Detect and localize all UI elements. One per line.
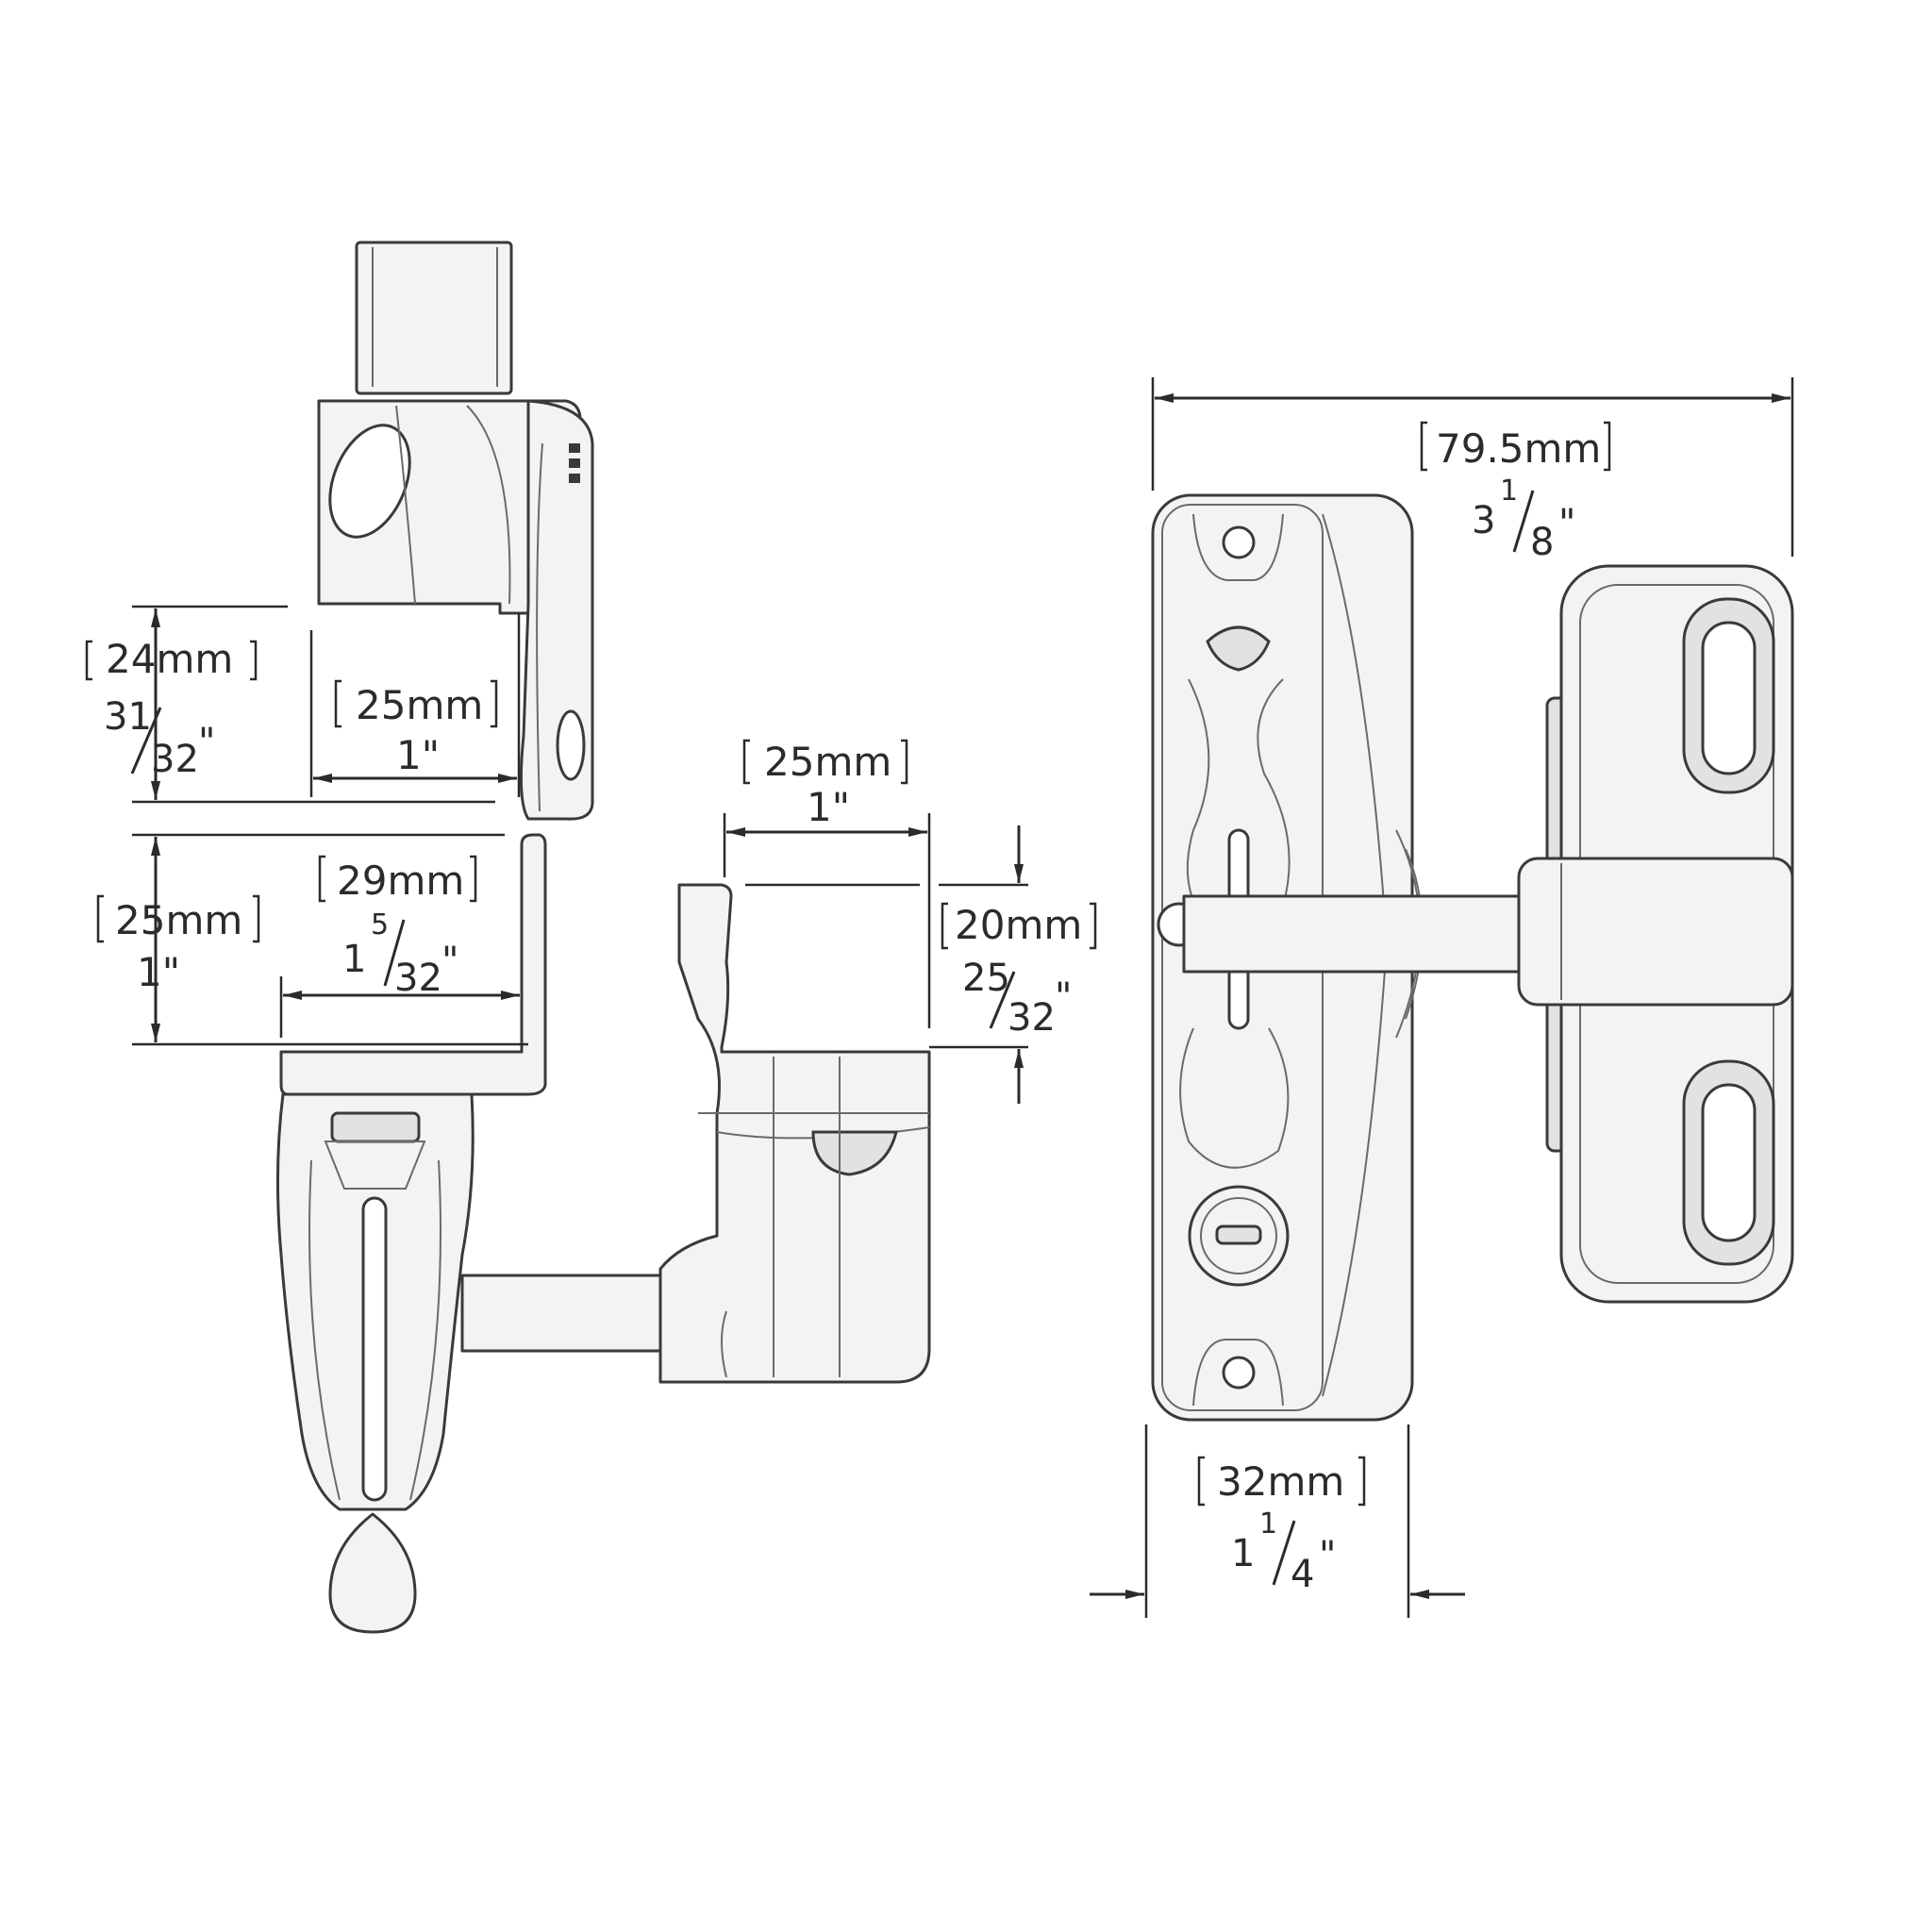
dim-front-body-width: 32mm 1 1 4 ": [1090, 1424, 1465, 1618]
side-gap-height-denominator: 32: [151, 738, 199, 781]
front-body-width-denominator: 4: [1291, 1553, 1314, 1596]
center-post-height-denominator: 32: [1008, 996, 1056, 1040]
side-gap-height-metric: 24mm: [106, 636, 233, 682]
front-body-width-metric: 32mm: [1217, 1458, 1344, 1505]
side-bracket-height-imperial: 1": [137, 949, 180, 995]
dim-side-bracket-width: 29mm 1 5 32 ": [279, 855, 520, 1038]
side-gap-height-numerator: 31: [104, 695, 152, 739]
side-view-logo: [569, 443, 580, 483]
dim-center-post-width: 25mm 1": [723, 739, 931, 1028]
front-overall-width-unit: ": [1558, 502, 1575, 545]
center-post-width-metric: 25mm: [764, 739, 891, 785]
front-overall-width-numerator: 1: [1500, 475, 1518, 508]
side-bracket-width-metric: 29mm: [337, 858, 464, 904]
side-bracket-width-denominator: 32: [394, 957, 442, 1000]
front-body-width-whole: 1: [1231, 1532, 1255, 1575]
side-bracket-width-unit: ": [441, 940, 458, 983]
side-latch-width-imperial: 1": [396, 732, 440, 778]
dim-front-overall-width: 79.5mm 3 1 8 ": [1151, 377, 1794, 564]
dim-center-post-height: 20mm 25 32 ": [929, 825, 1097, 1104]
dim-side-gap-height: 24mm 31 32 ": [85, 605, 495, 804]
front-overall-width-whole: 3: [1472, 499, 1495, 542]
front-view-latch: [1151, 493, 1525, 1422]
front-overall-width-metric: 79.5mm: [1436, 425, 1601, 472]
center-post-height-numerator: 25: [962, 957, 1010, 1000]
center-post-height-metric: 20mm: [955, 902, 1082, 948]
side-bracket-width-numerator: 5: [371, 908, 389, 941]
front-body-width-unit: ": [1319, 1534, 1336, 1577]
side-gap-height-unit: ": [198, 721, 215, 764]
center-post-height-unit: ": [1055, 975, 1072, 1019]
front-view-keeper: [1517, 564, 1794, 1304]
dim-side-bracket-height: 25mm 1": [96, 833, 528, 1046]
side-bracket-height-metric: 25mm: [115, 897, 242, 943]
front-overall-width-denominator: 8: [1530, 521, 1554, 564]
center-post-width-imperial: 1": [807, 784, 850, 830]
side-view-bracket: [275, 833, 664, 1634]
center-view-keeper: [658, 883, 931, 1384]
side-bracket-width-whole: 1: [342, 938, 366, 981]
side-latch-width-metric: 25mm: [356, 682, 483, 728]
dim-side-latch-width: 25mm 1": [309, 613, 521, 797]
side-view-latch: [317, 241, 594, 821]
front-body-width-numerator: 1: [1259, 1507, 1277, 1541]
